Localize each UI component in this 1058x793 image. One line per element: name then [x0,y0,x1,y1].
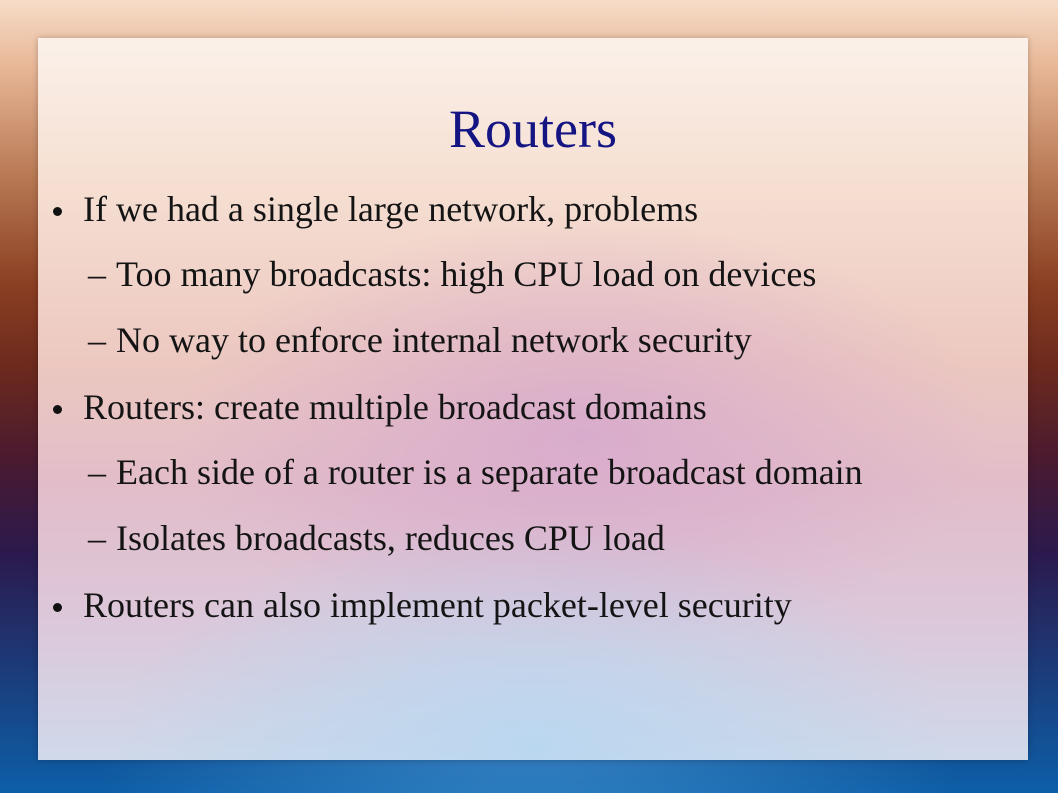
bullet-dot-icon [53,207,62,216]
list-item-level1: Routers can also implement packet-level … [83,585,792,625]
list-item-level2: Each side of a router is a separate broa… [116,452,863,492]
list-item-level2: No way to enforce internal network secur… [116,320,752,360]
list-item-level1: Routers: create multiple broadcast domai… [83,387,707,427]
slide-title: Routers [449,99,617,159]
dash-marker: – [88,452,106,492]
bullet-dot-icon [53,603,62,612]
dash-marker: – [88,518,106,558]
list-item-level2: Too many broadcasts: high CPU load on de… [116,254,817,294]
dash-marker: – [88,320,106,360]
dash-marker: – [88,254,106,294]
bullet-list: If we had a single large network, proble… [38,38,1028,760]
bullet-dot-icon [53,405,62,414]
slide: Routers If we had a single large network… [38,38,1028,760]
list-item-level2: Isolates broadcasts, reduces CPU load [116,518,665,558]
list-item-level1: If we had a single large network, proble… [83,189,699,229]
